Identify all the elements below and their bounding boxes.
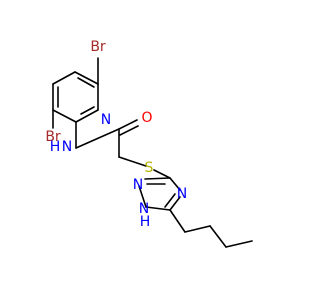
atom-n-triazole-2: N <box>133 177 143 193</box>
bond-butyl2-butyl3 <box>209 225 227 248</box>
molecule-structure-diagram: Br Br N N H O S N N N H <box>45 39 253 248</box>
bond-n1-n2 <box>138 185 147 208</box>
bond-carbonyl-o-1 <box>118 119 138 130</box>
bond-c4-c5 <box>74 71 99 85</box>
bond-c3-c4 <box>52 71 76 85</box>
bond-c5-butyl1 <box>169 209 186 233</box>
atom-h-amide: H <box>50 139 61 155</box>
bond-c5-n1 <box>145 206 171 211</box>
bond-nh-carbonyl <box>75 128 120 149</box>
atom-n-pyridine: N <box>101 112 111 128</box>
bond-c3-n4 <box>169 177 181 191</box>
atom-labels: Br Br N N H O S N N N H <box>45 39 187 230</box>
atom-h-triazole: H <box>140 214 151 230</box>
bond-carbonyl-o-2 <box>119 125 139 136</box>
bonds <box>52 57 253 248</box>
atom-br-left: Br <box>45 129 61 145</box>
bond-double-c6-n1 <box>80 106 95 115</box>
atom-n-triazole-4: N <box>177 186 187 202</box>
bond-butyl1-butyl2 <box>184 225 211 233</box>
bond-n2-c3 <box>144 177 171 180</box>
bond-butyl3-butyl4 <box>225 240 253 248</box>
bond-s-c3triazole <box>153 169 171 179</box>
bond-ch2-s <box>118 156 147 167</box>
atom-n-amide: N <box>62 139 72 155</box>
bond-double-c4-c5 <box>77 77 95 88</box>
bond-c6-n1 <box>75 109 99 123</box>
atom-s-thioether: S <box>145 160 154 176</box>
atom-o-carbonyl: O <box>141 110 152 126</box>
atom-br-top: Br <box>90 39 106 55</box>
bond-n4-c5 <box>169 196 181 211</box>
bond-n1-c2 <box>52 109 77 123</box>
bond-double-c5-n4 <box>164 193 176 208</box>
atom-n-triazole-1: N <box>139 201 149 217</box>
